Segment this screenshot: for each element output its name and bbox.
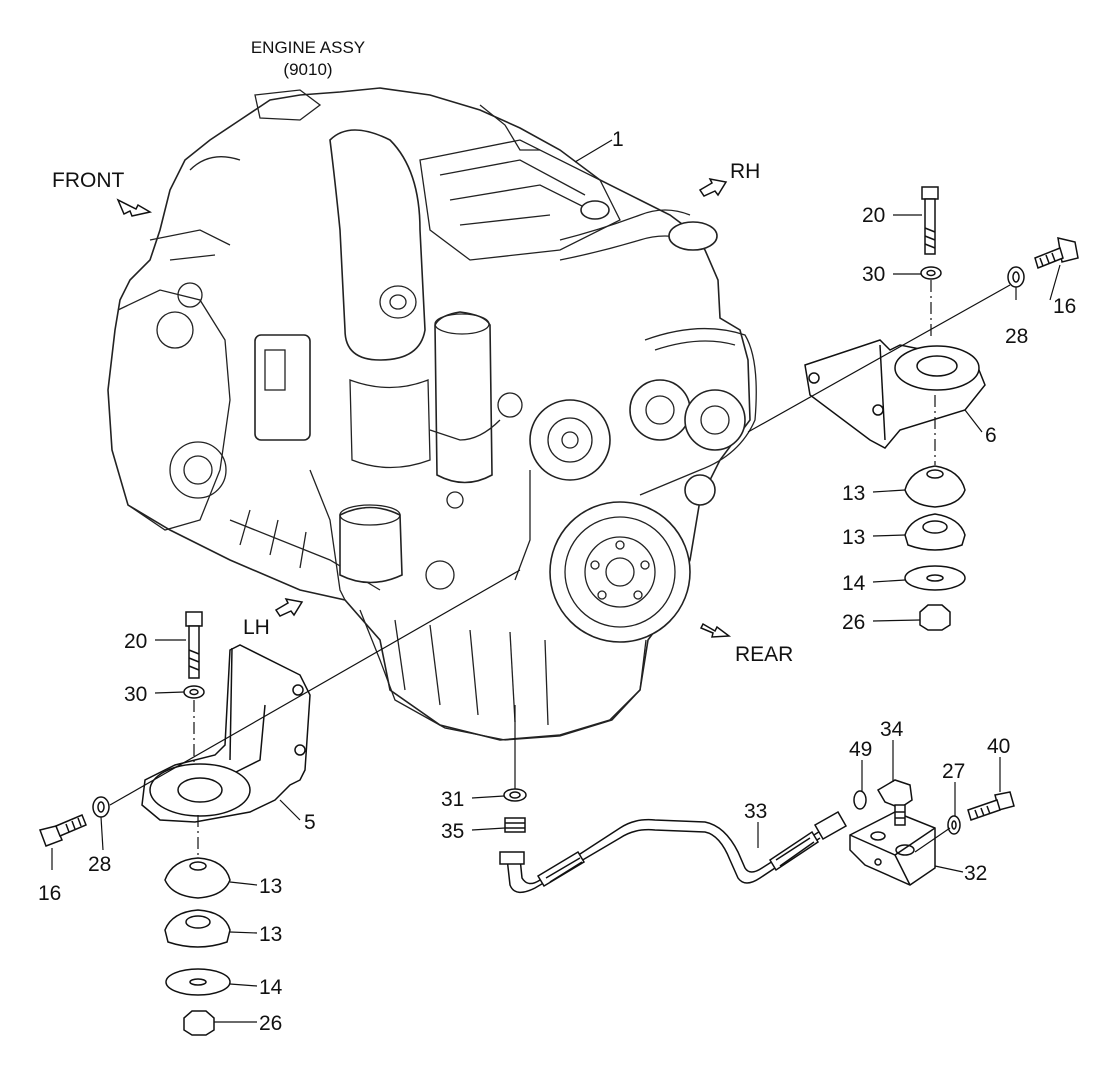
callout-16-bottom: 16 <box>38 882 61 905</box>
callout-13-top-b: 13 <box>842 526 865 549</box>
right-engine-mount <box>747 186 1079 631</box>
oil-drain-fittings <box>503 705 527 833</box>
callout-1: 1 <box>612 128 624 151</box>
callout-leaders <box>51 139 1061 1023</box>
callout-13-bottom-b: 13 <box>259 923 282 946</box>
rear-label: REAR <box>735 643 793 666</box>
callout-28-top: 28 <box>1005 325 1028 348</box>
callout-5: 5 <box>304 811 316 834</box>
left-engine-mount <box>39 569 521 1036</box>
rh-label: RH <box>730 160 760 183</box>
oil-line-assembly <box>499 810 848 894</box>
callout-26-top: 26 <box>842 611 865 634</box>
engine-block <box>107 87 757 741</box>
callout-35: 35 <box>441 820 464 843</box>
callout-6: 6 <box>985 424 997 447</box>
callout-26-bottom: 26 <box>259 1012 282 1035</box>
callout-16-top: 16 <box>1053 295 1076 318</box>
callout-13-top-a: 13 <box>842 482 865 505</box>
callout-20-top: 20 <box>862 204 885 227</box>
callout-32: 32 <box>964 862 987 885</box>
lh-direction: LH <box>243 597 304 639</box>
callout-20-bottom: 20 <box>124 630 147 653</box>
callout-49: 49 <box>849 738 872 761</box>
callout-28-bottom: 28 <box>88 853 111 876</box>
callout-31: 31 <box>441 788 464 811</box>
callout-30-top: 30 <box>862 263 885 286</box>
front-label: FRONT <box>52 169 124 192</box>
callout-13-bottom-a: 13 <box>259 875 282 898</box>
adapter-block <box>849 779 1015 886</box>
rear-direction: REAR <box>699 622 793 666</box>
diagram-code: (9010) <box>283 60 332 79</box>
callout-numbers: 1 20 30 16 28 6 13 13 14 26 20 30 16 28 … <box>38 128 1076 1035</box>
callout-27: 27 <box>942 760 965 783</box>
callout-33: 33 <box>744 800 767 823</box>
callout-40: 40 <box>987 735 1010 758</box>
callout-30-bottom: 30 <box>124 683 147 706</box>
lh-label: LH <box>243 616 270 639</box>
callout-14-bottom: 14 <box>259 976 283 999</box>
callout-14-top: 14 <box>842 572 866 595</box>
front-direction: FRONT <box>52 169 153 217</box>
callout-34: 34 <box>880 718 904 741</box>
diagram-title: ENGINE ASSY <box>251 38 365 57</box>
rh-direction: RH <box>698 160 760 197</box>
